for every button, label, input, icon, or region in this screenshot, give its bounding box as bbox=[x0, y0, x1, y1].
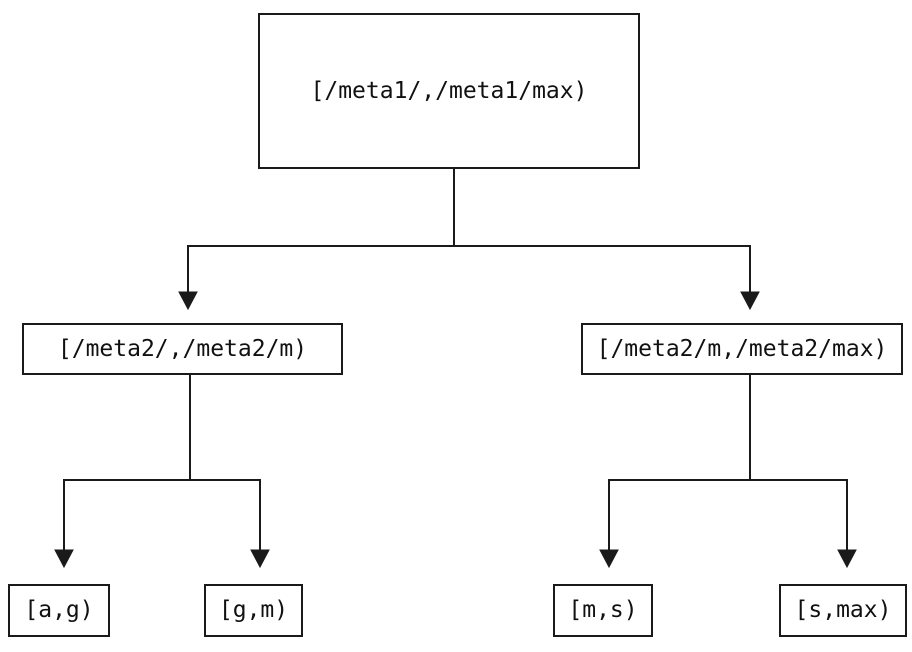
tree-node-label: [/meta2/m,/meta2/max) bbox=[596, 335, 888, 362]
tree-node-leaf-a-g: [a,g) bbox=[8, 584, 110, 637]
tree-node-label: [s,max) bbox=[794, 597, 892, 623]
tree-node-label: [/meta1/,/meta1/max) bbox=[310, 77, 588, 104]
tree-node-label: [m,s) bbox=[568, 597, 638, 623]
tree-node-meta2-right: [/meta2/m,/meta2/max) bbox=[581, 323, 903, 375]
tree-node-label: [a,g) bbox=[24, 597, 94, 623]
arrowhead-icon bbox=[837, 549, 857, 569]
tree-node-leaf-s-max: [s,max) bbox=[779, 584, 907, 637]
tree-node-leaf-m-s: [m,s) bbox=[553, 584, 653, 637]
arrowhead-icon bbox=[178, 291, 198, 311]
arrowhead-icon bbox=[740, 291, 760, 311]
tree-node-leaf-g-m: [g,m) bbox=[204, 584, 303, 637]
tree-node-label: [/meta2/,/meta2/m) bbox=[57, 335, 308, 362]
arrowhead-icon bbox=[54, 549, 74, 569]
arrowhead-icon bbox=[250, 549, 270, 569]
tree-node-meta2-left: [/meta2/,/meta2/m) bbox=[22, 323, 343, 375]
tree-node-label: [g,m) bbox=[218, 597, 289, 623]
tree-node-root: [/meta1/,/meta1/max) bbox=[258, 13, 640, 169]
arrowhead-icon bbox=[599, 549, 619, 569]
